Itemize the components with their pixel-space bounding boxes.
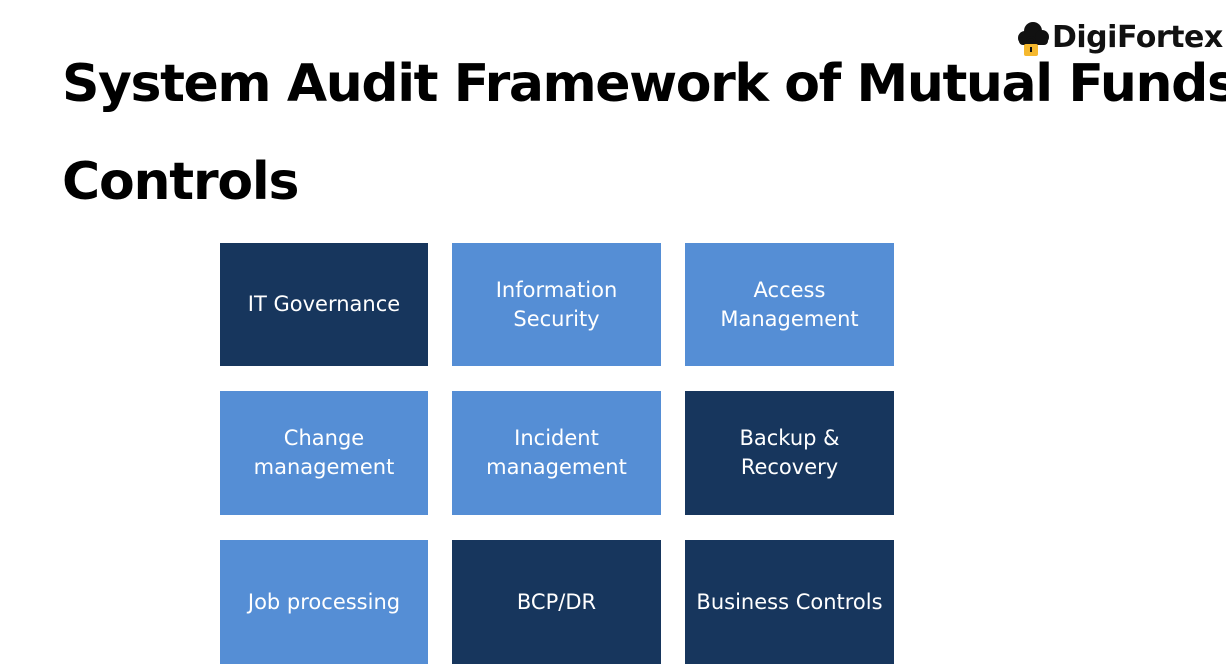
control-tile: Job processing — [220, 540, 428, 664]
control-label: Backup & Recovery — [739, 426, 840, 479]
control-label: Incident management — [486, 426, 627, 479]
controls-grid: IT Governance Information Security Acces… — [220, 243, 894, 664]
cloud-lock-icon — [1018, 22, 1049, 56]
control-label: BCP/DR — [516, 589, 597, 614]
brand-name: DigiFortex — [1052, 20, 1223, 55]
control-tile: IT Governance — [220, 243, 428, 366]
control-label: Business Controls — [696, 589, 883, 614]
control-tile: Access Management — [685, 243, 894, 366]
control-label: Access Management — [720, 277, 859, 331]
control-label: IT Governance — [247, 292, 401, 316]
control-label: Job processing — [247, 589, 401, 614]
control-tile: Change management — [220, 391, 428, 515]
page-title: System Audit Framework of Mutual Funds — [62, 54, 1226, 114]
control-tile: Business Controls — [685, 540, 894, 664]
control-tile: BCP/DR — [452, 540, 661, 664]
control-tile: Information Security — [452, 243, 661, 366]
section-heading: Controls — [62, 152, 300, 212]
control-tile: Incident management — [452, 391, 661, 515]
brand-logo: DigiFortex — [1014, 16, 1223, 60]
control-label: Information Security — [495, 277, 618, 331]
control-label: Change management — [253, 426, 395, 479]
control-tile: Backup & Recovery — [685, 391, 894, 515]
